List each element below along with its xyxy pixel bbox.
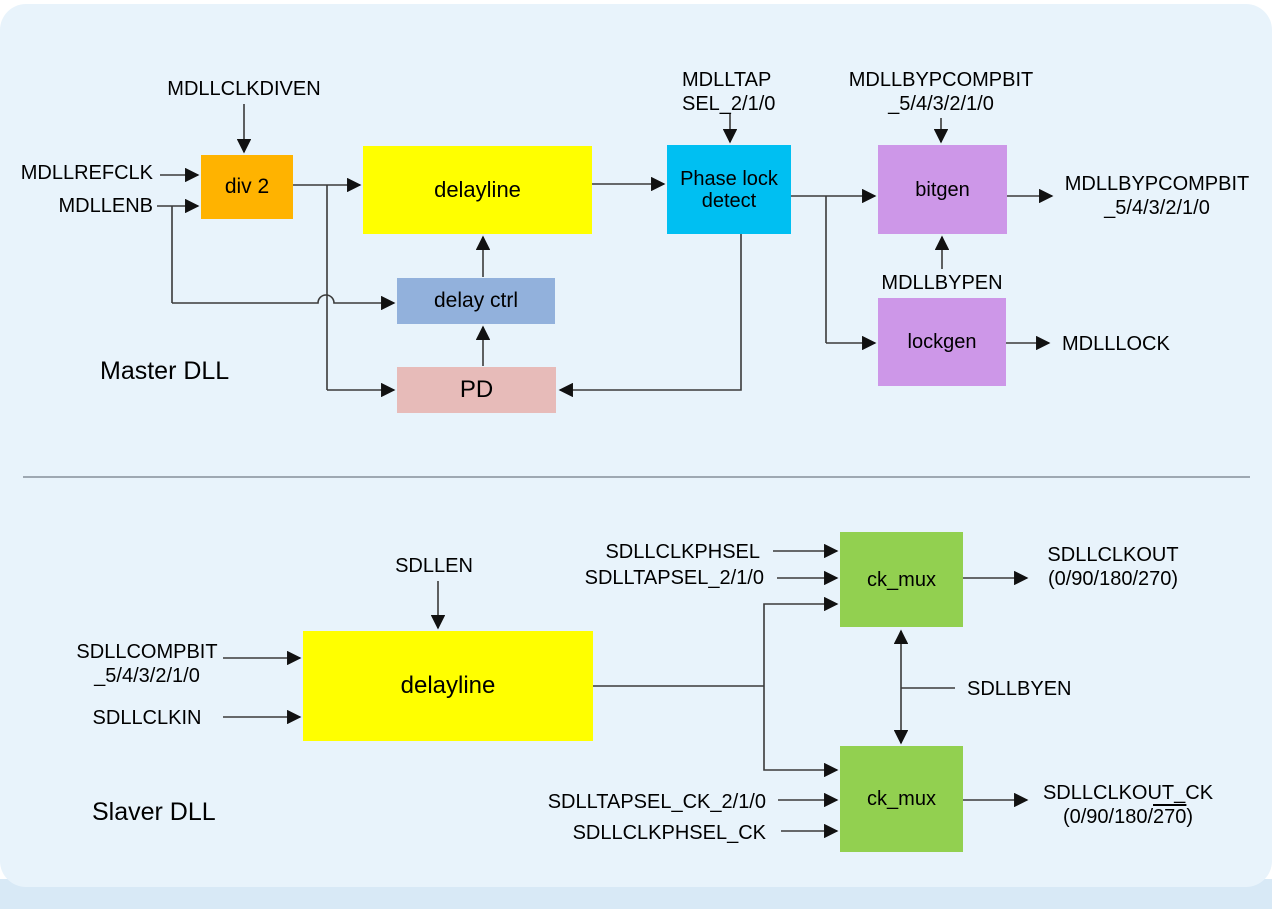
mdlltap-line1: MDLLTAP [682,69,772,91]
signal-mdllbypcompbit-out: MDLLBYPCOMPBIT_5/4/3/2/1/0 [1037,172,1272,220]
compbit-line1: SDLLCOMPBIT [76,641,218,663]
signal-sdlltapsel: SDLLTAPSEL_2/1/0 [584,567,764,589]
bypcomp-out-line1: MDLLBYPCOMPBIT [1064,173,1250,195]
clkout-line2: (0/90/180/270) [1047,568,1179,590]
signal-sdllclkout-ck: SDLLCLKOUT_CK(0/90/180/270) [1008,781,1248,829]
compbit-line2: _5/4/3/2/1/0 [94,665,200,687]
block-div2: div 2 [201,155,293,219]
block-lockgen: lockgen [878,298,1006,386]
slaver-dll-title: Slaver DLL [92,798,216,826]
wire-enb-to-delayctrl [172,294,396,311]
clkout-ck-overlined: 270 [1153,806,1187,828]
master-dll-title: Master DLL [100,357,230,385]
clkout-ck-post: ) [1186,806,1194,828]
block-bitgen: bitgen [878,145,1007,234]
block-delayline-slaver: delayline [303,631,593,741]
block-ckmux-bottom-label: ck_mux [867,788,936,810]
block-delayline-master-label: delayline [434,177,521,202]
signal-sdllbyen: SDLLBYEN [967,678,1072,700]
block-ckmux-bottom: ck_mux [840,746,963,852]
block-phase-lock-detect-label: Phase lock detect [680,168,778,212]
signal-mdllbypen: MDLLBYPEN [881,272,1003,294]
block-lockgen-label: lockgen [907,331,977,353]
block-pd-label: PD [459,376,494,403]
signal-mdllclkdiven: MDLLCLKDIVEN [167,78,321,100]
block-div2-label: div 2 [224,175,270,198]
signal-sdllclkphsel: SDLLCLKPHSEL [605,541,760,563]
wire-pld-to-pd-feedback [558,234,742,398]
signal-sdlltapsel-ck: SDLLTAPSEL_CK_2/1/0 [547,791,766,813]
pld-line2: detect [701,189,757,212]
clkout-ck-pre: (0/90/180/ [1062,806,1154,828]
bypcomp-top-line2: _5/4/3/2/1/0 [888,93,994,115]
block-delay-ctrl: delay ctrl [397,278,555,324]
signal-mdllrefclk: MDLLREFCLK [20,162,153,184]
wire-delayline-to-ckmux-bottom [763,686,839,778]
signal-mdllbypcompbit-top: MDLLBYPCOMPBIT_5/4/3/2/1/0 [821,68,1061,116]
signal-sdllclkout: SDLLCLKOUT(0/90/180/270) [1013,543,1213,591]
block-delay-ctrl-label: delay ctrl [433,289,519,312]
wire-delayline-to-ckmux-top [763,596,839,686]
clkout-line1: SDLLCLKOUT [1047,544,1179,566]
block-phase-lock-detect: Phase lock detect [667,145,791,234]
block-ckmux-top-label: ck_mux [867,568,936,591]
mdlltap-line2: SEL_2/1/0 [682,93,776,115]
bypcomp-out-line2: _5/4/3/2/1/0 [1104,197,1210,219]
signal-mdlllock: MDLLLOCK [1062,333,1170,355]
signal-mdllenb: MDLLENB [58,195,153,217]
signal-sdllclkin: SDLLCLKIN [92,707,202,729]
diagram-panel [0,4,1272,887]
signal-sdllclkphsel-ck: SDLLCLKPHSEL_CK [572,822,766,844]
bypcomp-top-line1: MDLLBYPCOMPBIT [848,69,1034,91]
block-bitgen-label: bitgen [915,178,970,201]
block-delayline-slaver-label: delayline [400,672,496,699]
signal-sdllcompbit: SDLLCOMPBIT_5/4/3/2/1/0 [47,640,247,688]
clkout-ck-line2: (0/90/180/270) [1063,806,1193,828]
pld-line1: Phase lock [680,167,778,190]
block-ckmux-top: ck_mux [840,532,963,627]
signal-sdllen: SDLLEN [395,555,473,577]
block-delayline-master: delayline [363,146,592,234]
block-pd: PD [397,367,556,413]
clkout-ck-line1: SDLLCLKOUT_CK [1042,782,1214,804]
